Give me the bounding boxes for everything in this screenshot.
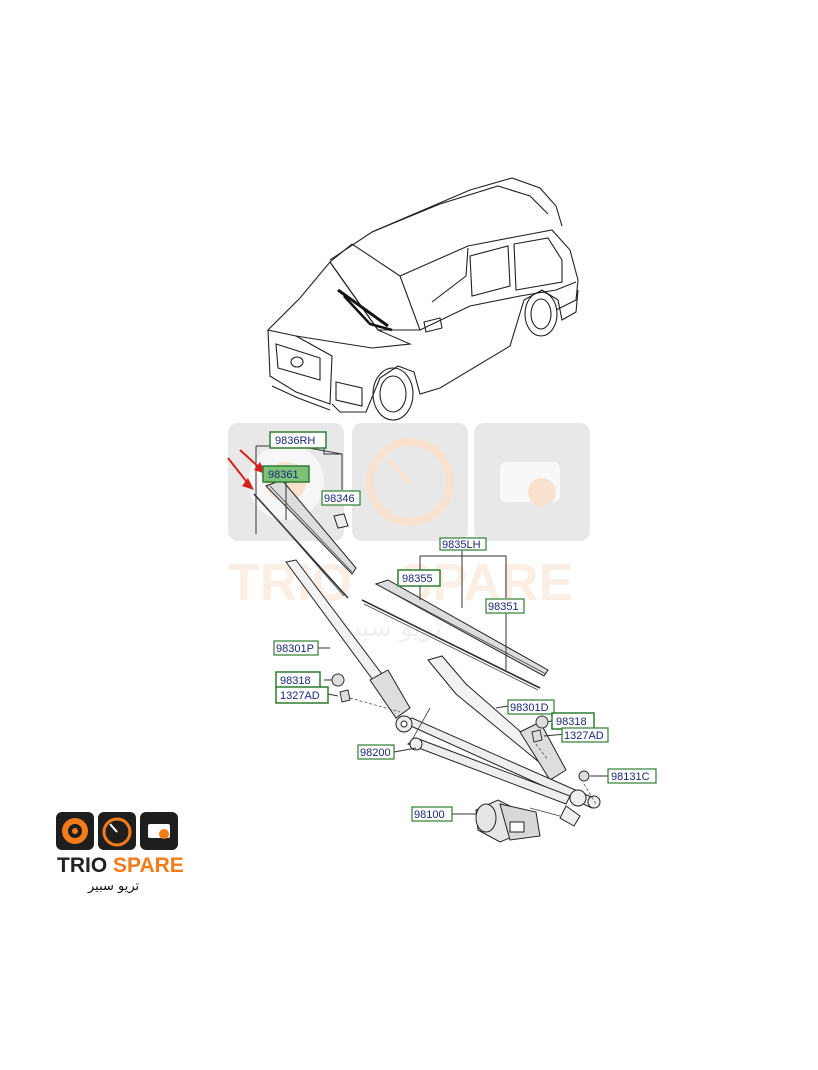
wiper-motor [475, 799, 561, 843]
callout-98301P[interactable]: 98301P [273, 640, 319, 656]
wiper-linkage [395, 707, 601, 827]
part-number-9835LH: 9835LH [442, 539, 481, 551]
arrowhead-icon [242, 478, 254, 490]
part-number-98200: 98200 [360, 747, 391, 759]
part-number-98301P: 98301P [276, 643, 314, 655]
small-fasteners [331, 673, 590, 782]
part-number-98318: 98318 [280, 675, 311, 687]
callout-98318-left[interactable]: 98318 [275, 671, 321, 689]
part-number-98301D: 98301D [510, 702, 549, 714]
callout-98318-right[interactable]: 98318 [551, 712, 595, 730]
part-number-98100: 98100 [414, 809, 445, 821]
callout-9835LH[interactable]: 9835LH [439, 537, 487, 551]
callout-9836RH[interactable]: 9836RH [269, 431, 327, 449]
cap-98318-a [331, 673, 345, 687]
callout-1327AD-right[interactable]: 1327AD [561, 727, 609, 743]
car-illustration [266, 177, 579, 421]
callout-98361[interactable]: 98361 [262, 465, 310, 483]
callout-1327AD-left[interactable]: 1327AD [275, 686, 329, 704]
part-number-1327AD: 1327AD [564, 730, 604, 742]
part-number-98318: 98318 [556, 716, 587, 728]
part-callouts: 9836RH 98361 98346 9835LH 98355 98351 98… [262, 431, 657, 822]
part-number-98361: 98361 [268, 469, 299, 481]
callout-98355[interactable]: 98355 [397, 569, 441, 587]
wiper-arms [285, 559, 567, 781]
callout-98346[interactable]: 98346 [321, 490, 361, 506]
part-number-1327AD: 1327AD [280, 690, 320, 702]
cap-98318-b [535, 715, 549, 729]
speaker-icon [56, 812, 94, 850]
callout-98301D[interactable]: 98301D [507, 699, 555, 715]
part-number-98351: 98351 [488, 601, 519, 613]
part-number-98355: 98355 [402, 573, 433, 585]
engine-icon [140, 812, 178, 850]
logo-brand-b: SPARE [113, 854, 184, 877]
callout-98200[interactable]: 98200 [357, 744, 395, 760]
wiper-blades [253, 479, 549, 691]
nut-1327AD-a [339, 689, 351, 703]
trio-spare-logo: TRIO SPARE تريو سبير [56, 812, 184, 894]
speedometer-icon [98, 812, 136, 850]
part-number-98131C: 98131C [611, 771, 650, 783]
logo-brand-a: TRIO [57, 854, 107, 877]
callout-98351[interactable]: 98351 [485, 598, 525, 614]
nut-1327AD-b [531, 729, 543, 743]
part-number-9836RH: 9836RH [275, 435, 315, 447]
part-number-98346: 98346 [324, 493, 355, 505]
logo-brand-ar: تريو سبير [87, 879, 140, 894]
callout-98100[interactable]: 98100 [411, 806, 453, 822]
callout-98131C[interactable]: 98131C [607, 768, 657, 784]
watermark: TRIO SPARE تريو سبير [228, 423, 590, 643]
nut-98131C [578, 770, 590, 782]
